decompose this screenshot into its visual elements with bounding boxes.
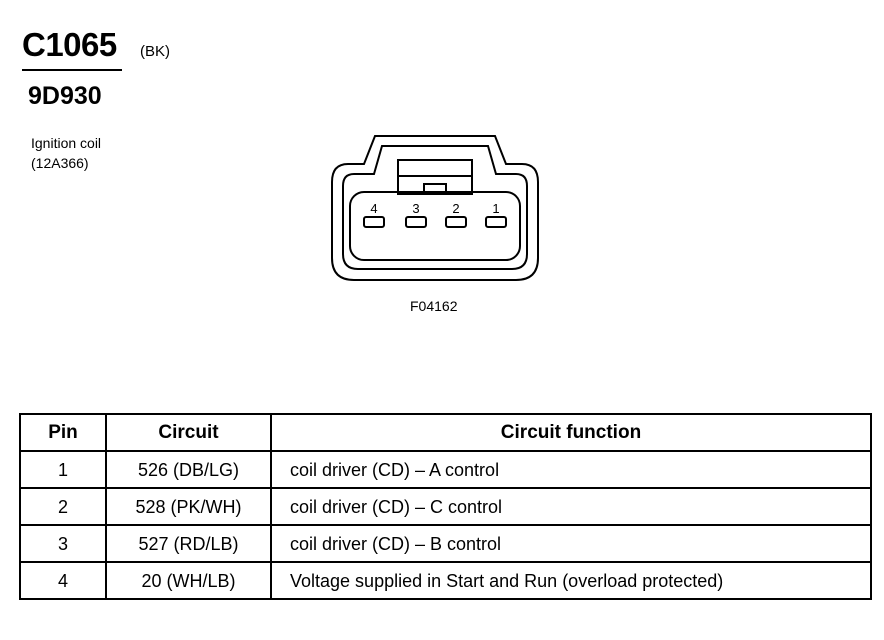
pin-label-2: 2 [452, 201, 459, 216]
header-circuit-function: Circuit function [270, 413, 872, 452]
pin-slot-1 [485, 216, 507, 228]
cell-function: coil driver (CD) – B control [270, 524, 872, 563]
component-part-code: (12A366) [31, 155, 89, 171]
connector-inner-shell [342, 145, 528, 270]
header-pin: Pin [19, 413, 107, 452]
header-circuit: Circuit [105, 413, 272, 452]
cell-circuit: 527 (RD/LB) [105, 524, 272, 563]
pin-label-4: 4 [370, 201, 377, 216]
table-header-row: Pin Circuit Circuit function [19, 413, 872, 452]
cell-circuit: 526 (DB/LG) [105, 450, 272, 489]
part-number: 9D930 [28, 82, 102, 110]
pin-label-1: 1 [492, 201, 499, 216]
pin-label-3: 3 [412, 201, 419, 216]
cell-pin: 1 [19, 450, 107, 489]
pin-slot-3 [405, 216, 427, 228]
cell-function: coil driver (CD) – A control [270, 450, 872, 489]
connector-face-diagram: 4 3 2 1 [331, 135, 539, 281]
connector-id: C1065 [22, 26, 117, 63]
component-name: Ignition coil [31, 135, 102, 151]
table-row: 3 527 (RD/LB) coil driver (CD) – B contr… [19, 524, 872, 563]
cell-circuit: 528 (PK/WH) [105, 487, 272, 526]
pin-table: Pin Circuit Circuit function 1 526 (DB/L… [19, 413, 872, 600]
component-description: Ignition coil (12A366) [31, 133, 101, 173]
figure-id: F04162 [410, 298, 458, 314]
table-row: 1 526 (DB/LG) coil driver (CD) – A contr… [19, 450, 872, 489]
connector-outer-shell [331, 135, 539, 281]
table-row: 2 528 (PK/WH) coil driver (CD) – C contr… [19, 487, 872, 526]
cell-function: Voltage supplied in Start and Run (overl… [270, 561, 872, 600]
connector-color-code: (BK) [140, 43, 170, 60]
connector-pin-face [349, 191, 521, 261]
pin-slot-2 [445, 216, 467, 228]
cell-pin: 4 [19, 561, 107, 600]
connector-id-underline [22, 69, 122, 71]
table-row: 4 20 (WH/LB) Voltage supplied in Start a… [19, 561, 872, 600]
cell-circuit: 20 (WH/LB) [105, 561, 272, 600]
cell-pin: 2 [19, 487, 107, 526]
cell-function: coil driver (CD) – C control [270, 487, 872, 526]
cell-pin: 3 [19, 524, 107, 563]
pin-slot-4 [363, 216, 385, 228]
